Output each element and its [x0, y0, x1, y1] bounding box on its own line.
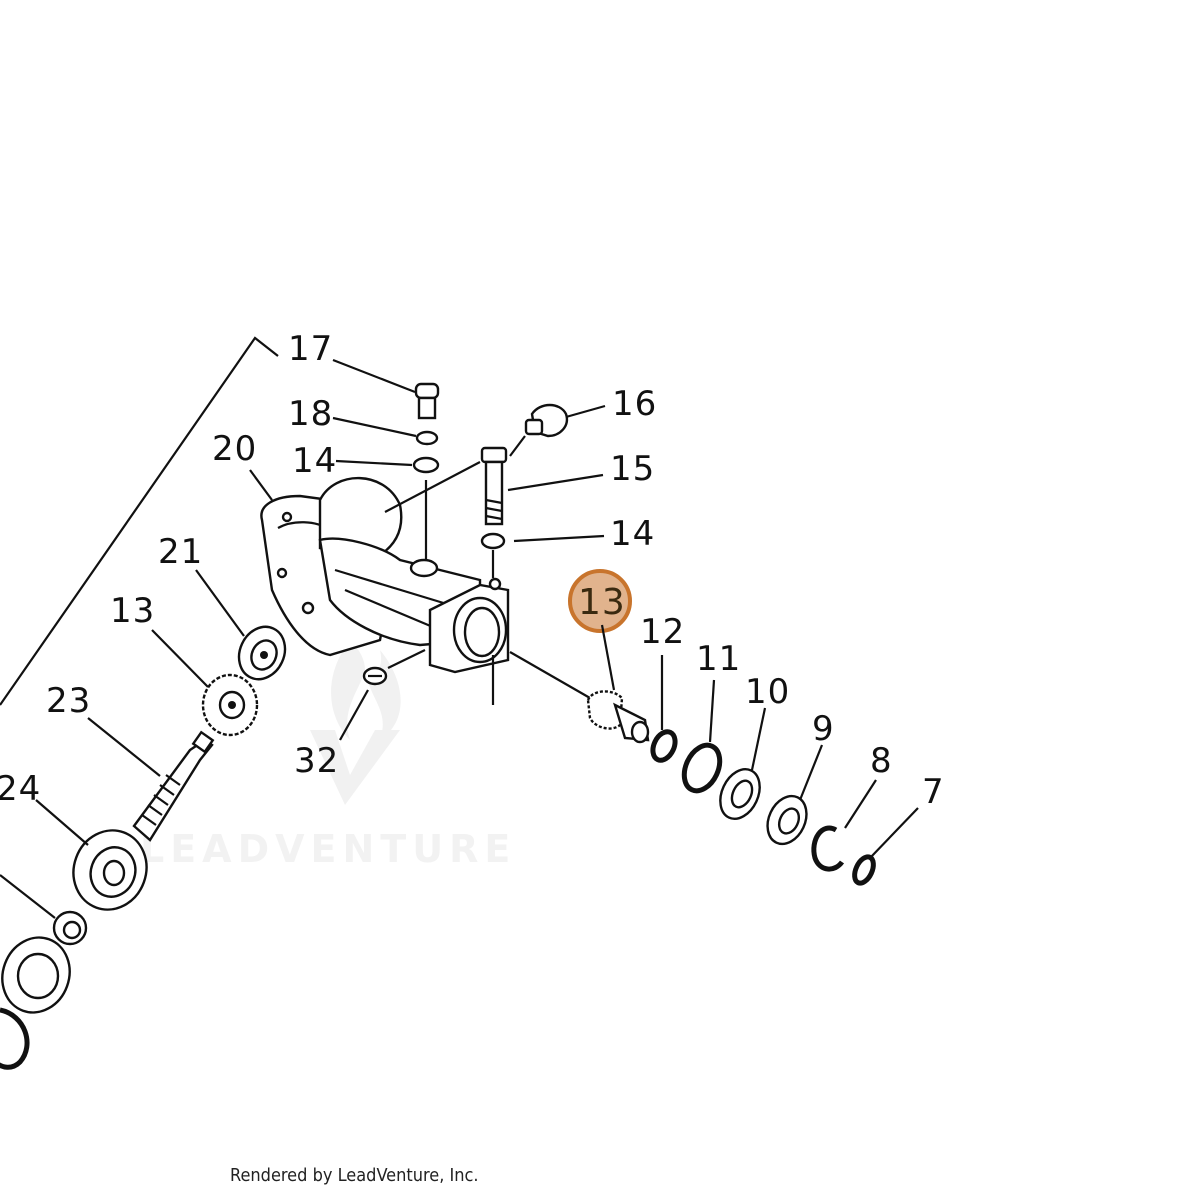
- leader-15: [507, 473, 604, 492]
- leader-11: [708, 679, 716, 743]
- leader-24: [35, 799, 89, 846]
- label-14b: 14: [610, 514, 655, 554]
- leader-20: [249, 469, 273, 501]
- label-11: 11: [696, 639, 741, 679]
- leader-collar: [0, 874, 56, 919]
- axis-line-32: [387, 649, 426, 669]
- leader-14b: [513, 534, 605, 543]
- label-9: 9: [812, 709, 835, 749]
- leader-13hl: [600, 624, 616, 691]
- part-13-gear-left: [201, 673, 259, 737]
- part-15-bolt: [480, 446, 508, 526]
- leader-17: [332, 358, 416, 394]
- footer-credit: Rendered by LeadVenture, Inc.: [230, 1165, 479, 1186]
- leader-21: [195, 569, 245, 637]
- part-16-plug: [524, 403, 569, 438]
- leader-13a: [151, 629, 209, 688]
- label-15: 15: [610, 449, 655, 489]
- part-20-gear-housing: [260, 476, 510, 674]
- leader-32: [339, 689, 369, 741]
- label-13-highlighted[interactable]: 13: [578, 582, 626, 623]
- part-8-circlip: [811, 825, 845, 872]
- label-7: 7: [922, 772, 945, 812]
- label-24: 24: [0, 769, 41, 809]
- partial-bearing-lower: [1, 936, 71, 1014]
- watermark-text: LEADVENTURE: [140, 827, 516, 871]
- part-11-ring: [681, 742, 723, 794]
- axis-line-right: [509, 651, 591, 699]
- leader-14a: [335, 459, 413, 467]
- axis-line-16: [509, 435, 526, 457]
- watermark-v-icon: [310, 730, 400, 805]
- label-17: 17: [288, 329, 333, 369]
- part-18-lockwasher: [415, 430, 439, 446]
- leader-7: [869, 807, 919, 859]
- highlight-circle-13: [568, 569, 632, 633]
- label-21: 21: [158, 532, 203, 572]
- label-8: 8: [870, 741, 893, 781]
- leader-16: [565, 404, 606, 419]
- partial-collar: [52, 910, 88, 946]
- label-16: 16: [612, 384, 657, 424]
- part-21-bearing: [237, 625, 287, 681]
- bracket-line: [0, 336, 279, 706]
- part-14-washer-a: [412, 456, 440, 474]
- label-14a: 14: [292, 441, 337, 481]
- label-18: 18: [288, 394, 333, 434]
- leader-10: [750, 707, 767, 771]
- label-32: 32: [294, 741, 339, 781]
- label-10: 10: [745, 672, 790, 712]
- label-20: 20: [212, 429, 257, 469]
- part-14-washer-b: [480, 532, 506, 550]
- leader-8: [844, 779, 877, 829]
- watermark-flame-icon: [331, 640, 401, 740]
- part-23-shaft: [132, 730, 215, 842]
- leader-23: [87, 717, 161, 777]
- leadventure-watermark: LEADVENTURE: [140, 640, 516, 871]
- leader-18: [332, 416, 417, 438]
- part-17-bolt: [414, 382, 440, 420]
- leader-9: [798, 744, 824, 801]
- part-24-bearing: [72, 829, 148, 911]
- part-10-bearing: [719, 768, 761, 820]
- label-13a: 13: [110, 591, 155, 631]
- part-32-plug: [362, 666, 388, 686]
- label-23: 23: [46, 681, 91, 721]
- label-12: 12: [640, 612, 685, 652]
- part-9-seal: [766, 794, 808, 846]
- partial-ring-lower: [0, 1007, 30, 1070]
- part-7-ring: [852, 854, 876, 886]
- part-13-pinion-gear: [586, 690, 650, 744]
- part-12-ring: [650, 729, 678, 763]
- axis-line-housing: [384, 461, 481, 513]
